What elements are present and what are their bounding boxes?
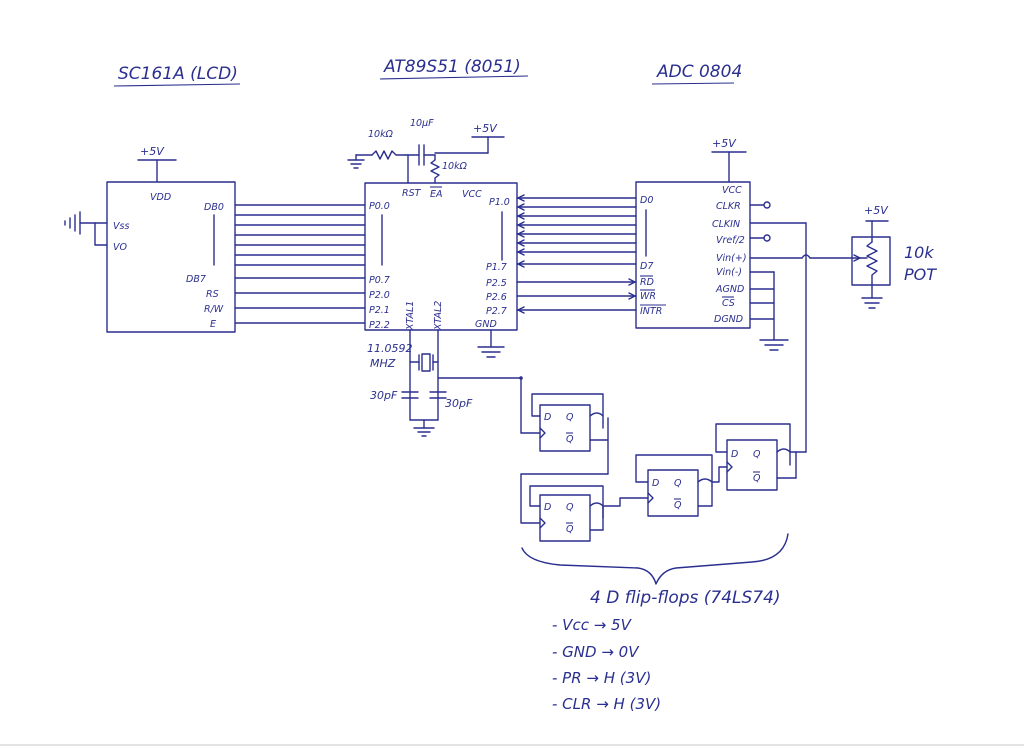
- adc-pin-dgnd: DGND: [714, 314, 743, 325]
- adc-pin-agnd: AGND: [715, 284, 744, 295]
- mcu-pin-p21: P2.1: [369, 305, 390, 316]
- mcu-pin-p22: P2.2: [369, 320, 390, 331]
- adc-pin-rd: RD: [640, 277, 654, 288]
- note-line-3: - PR → H (3V): [552, 669, 651, 687]
- mcu-pin-p26: P2.6: [486, 292, 507, 303]
- crystal-cap-left-label: 30pF: [370, 389, 398, 402]
- mcu-pin-p00: P0.0: [369, 201, 390, 212]
- mcu-adc-bus: [516, 194, 637, 314]
- note-line-1: - Vcc → 5V: [552, 616, 633, 634]
- lcd-pin-vss: Vss: [113, 221, 129, 232]
- adc-pin-intr: INTR: [640, 306, 662, 317]
- mcu-pin-gnd: GND: [475, 319, 497, 330]
- mcu-plus5v-label: +5V: [473, 122, 498, 135]
- reset-c1-label: 10μF: [410, 118, 434, 129]
- adc-right-wiring: [749, 201, 861, 453]
- note-line-2: - GND → 0V: [552, 643, 640, 661]
- ff3-d-label: D: [652, 478, 659, 489]
- ff1-d-label: D: [544, 412, 551, 423]
- ff4-qbar-label: Q: [753, 473, 761, 484]
- mcu-pin-p17: P1.7: [486, 262, 507, 273]
- mcu-block: RST EA VCC P0.0 P0.7 P2.0 P2.1 P2.2 P1.0…: [364, 182, 518, 331]
- lcd-pin-db7: DB7: [186, 274, 206, 285]
- adc-pin-clkr: CLKR: [716, 201, 741, 212]
- ff4-q-label: Q: [753, 449, 761, 460]
- note-line-4: - CLR → H (3V): [552, 695, 661, 713]
- mcu-pin-vcc: VCC: [462, 189, 482, 200]
- svg-text:ADC 0804: ADC 0804: [656, 62, 742, 82]
- mcu-pin-p20: P2.0: [369, 290, 390, 301]
- adc-pin-wr: WR: [640, 291, 656, 302]
- ground-icon: [64, 211, 81, 235]
- mcu-pin-rst: RST: [402, 188, 422, 199]
- title-adc: ADC 0804: [651, 62, 742, 85]
- ff4-d-label: D: [731, 449, 738, 460]
- pot-plus5v-label: +5V: [864, 204, 889, 217]
- pot-value-label: 10k: [904, 243, 934, 262]
- ff2-q-label: Q: [566, 502, 574, 513]
- reset-network: +5V 10kΩ 10μF 10kΩ: [347, 118, 505, 184]
- flip-flop-3: D Q Q: [647, 469, 699, 517]
- crystal-freq-label: 11.0592: [367, 342, 413, 355]
- adc-plus5v-label: +5V: [712, 137, 737, 150]
- adc-pin-vref: Vref/2: [716, 235, 745, 246]
- pot-name-label: POT: [904, 265, 937, 284]
- mcu-pin-p25: P2.5: [486, 278, 507, 289]
- adc-pin-cs: CS: [722, 298, 735, 309]
- flip-flop-1: D Q Q: [539, 404, 591, 452]
- mcu-pin-xtal1: XTAL1: [405, 301, 416, 331]
- crystal-cap-right-label: 30pF: [445, 397, 473, 410]
- adc-pin-vcc: VCC: [722, 185, 742, 196]
- title-mcu: AT89S51 (8051): [379, 57, 529, 80]
- ff1-q-label: Q: [566, 412, 574, 423]
- ff2-qbar-label: Q: [566, 524, 574, 535]
- lcd-pin-vo: VO: [113, 242, 127, 253]
- reset-r2-label: 10kΩ: [442, 161, 468, 172]
- adc-pin-d0: D0: [640, 195, 653, 206]
- lcd-plus5v-label: +5V: [140, 145, 165, 158]
- svg-text:SC161A (LCD): SC161A (LCD): [118, 64, 238, 84]
- lcd-pin-vdd: VDD: [150, 192, 171, 203]
- flip-flop-4: D Q Q: [726, 439, 778, 491]
- crystal-circuit: 11.0592 MHZ 30pF 30pF: [367, 329, 523, 437]
- mcu-pin-p10: P1.0: [489, 197, 510, 208]
- adc-pin-d7: D7: [640, 261, 653, 272]
- potentiometer: +5V 10k POT: [851, 204, 937, 309]
- ff3-qbar-label: Q: [674, 500, 682, 511]
- crystal-unit-label: MHZ: [370, 357, 396, 370]
- adc-pin-clkin: CLKIN: [712, 219, 740, 230]
- notes-heading: 4 D flip-flops (74LS74): [590, 588, 781, 608]
- ff2-d-label: D: [544, 502, 551, 513]
- lcd-pin-e: E: [210, 319, 216, 330]
- lcd-pin-rs: RS: [206, 289, 219, 300]
- lcd-pin-rw: R/W: [204, 304, 224, 315]
- mcu-ground: [477, 329, 505, 358]
- ff1-qbar-label: Q: [566, 434, 574, 445]
- mcu-pin-p07: P0.7: [369, 275, 390, 286]
- notes: 4 D flip-flops (74LS74) - Vcc → 5V - GND…: [552, 588, 781, 713]
- lcd-block: +5V VDD Vss VO DB0 DB7 RS R/W E: [64, 145, 236, 333]
- mcu-pin-xtal2: XTAL2: [433, 301, 444, 331]
- mcu-pin-p27: P2.7: [486, 306, 507, 317]
- mcu-pin-ea: EA: [430, 189, 443, 200]
- flip-flop-wiring: [520, 377, 807, 531]
- flip-flop-group-brace: [521, 533, 789, 585]
- adc-block: +5V VCC CLKR CLKIN Vref/2 Vin(+) Vin(-) …: [635, 137, 751, 329]
- lcd-mcu-bus: [234, 204, 366, 324]
- ff3-q-label: Q: [674, 478, 682, 489]
- adc-pin-vin-minus: Vin(-): [716, 267, 742, 278]
- title-lcd: SC161A (LCD): [113, 64, 241, 87]
- adc-pin-vin-plus: Vin(+): [716, 253, 747, 264]
- svg-text:AT89S51 (8051): AT89S51 (8051): [383, 57, 521, 77]
- reset-r1-label: 10kΩ: [368, 129, 394, 140]
- lcd-pin-db0: DB0: [204, 202, 224, 213]
- flip-flop-2: D Q Q: [539, 494, 591, 542]
